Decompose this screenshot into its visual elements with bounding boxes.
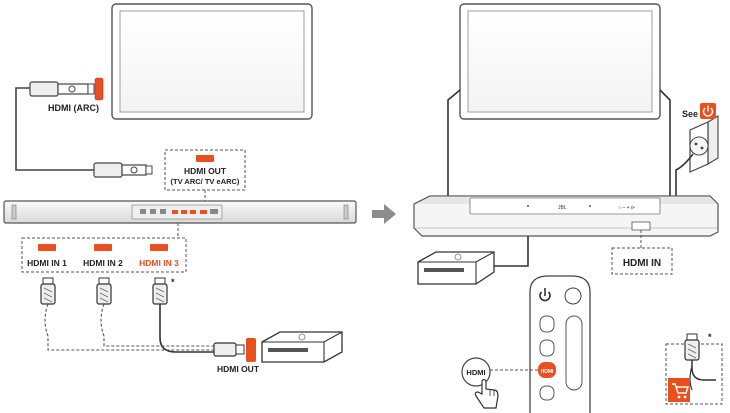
hdmi-in-callout-right bbox=[611, 230, 673, 275]
cart-icon bbox=[668, 378, 690, 402]
remote-hdmi-button[interactable]: HDMI bbox=[538, 362, 556, 378]
remote-power-icon bbox=[539, 288, 551, 302]
hdmi-plug-2 bbox=[96, 277, 112, 305]
hdmi-out-subtitle: (TV ARC/ TV eARC) bbox=[171, 177, 240, 186]
hand-pointer-icon bbox=[474, 378, 499, 409]
asterisk-right: * bbox=[708, 332, 712, 342]
hdmi-in-right-label: HDMI IN bbox=[623, 258, 661, 269]
soundbar-front: JBL ○ – + ⊳ bbox=[413, 195, 719, 237]
arrow-right-icon bbox=[372, 204, 396, 224]
blu-ray-player-left bbox=[261, 331, 343, 363]
hdmi-plug-1 bbox=[40, 277, 56, 305]
hdmi-in-callout bbox=[21, 223, 187, 273]
optional-cable-box bbox=[665, 333, 723, 405]
remote-control bbox=[529, 275, 591, 413]
hdmi-out-callout bbox=[164, 149, 246, 211]
hdmi-plug-3 bbox=[152, 277, 168, 305]
device-hdmi-plug bbox=[213, 338, 256, 362]
tv-right bbox=[447, 3, 671, 196]
hdmi-arc-label: HDMI (ARC) bbox=[48, 103, 99, 113]
hdmi-in-2-label: HDMI IN 2 bbox=[83, 258, 123, 268]
wall-outlet bbox=[675, 115, 719, 196]
hdmi-in-3-label: HDMI IN 3 bbox=[139, 258, 179, 268]
hdmi-cables bbox=[44, 303, 214, 353]
blu-ray-player-right bbox=[417, 236, 529, 285]
svg-text:○ – + ⊳: ○ – + ⊳ bbox=[618, 205, 635, 211]
soundbar-brand: JBL bbox=[558, 205, 567, 211]
hdmi-in-1-label: HDMI IN 1 bbox=[27, 258, 67, 268]
hdmi-arc-cable bbox=[15, 77, 153, 178]
asterisk-left: * bbox=[171, 277, 175, 287]
soundbar-back bbox=[3, 200, 357, 224]
remote-hdmi-small-label: HDMI bbox=[541, 369, 554, 375]
see-label: See bbox=[682, 109, 698, 119]
hdmi-out-title: HDMI OUT bbox=[184, 166, 227, 176]
hdmi-bubble bbox=[461, 357, 491, 387]
tv-left bbox=[111, 3, 313, 120]
remote-hdmi-label: HDMI bbox=[466, 368, 485, 377]
hdmi-out-device-label: HDMI OUT bbox=[217, 364, 260, 374]
power-icon bbox=[700, 103, 716, 119]
